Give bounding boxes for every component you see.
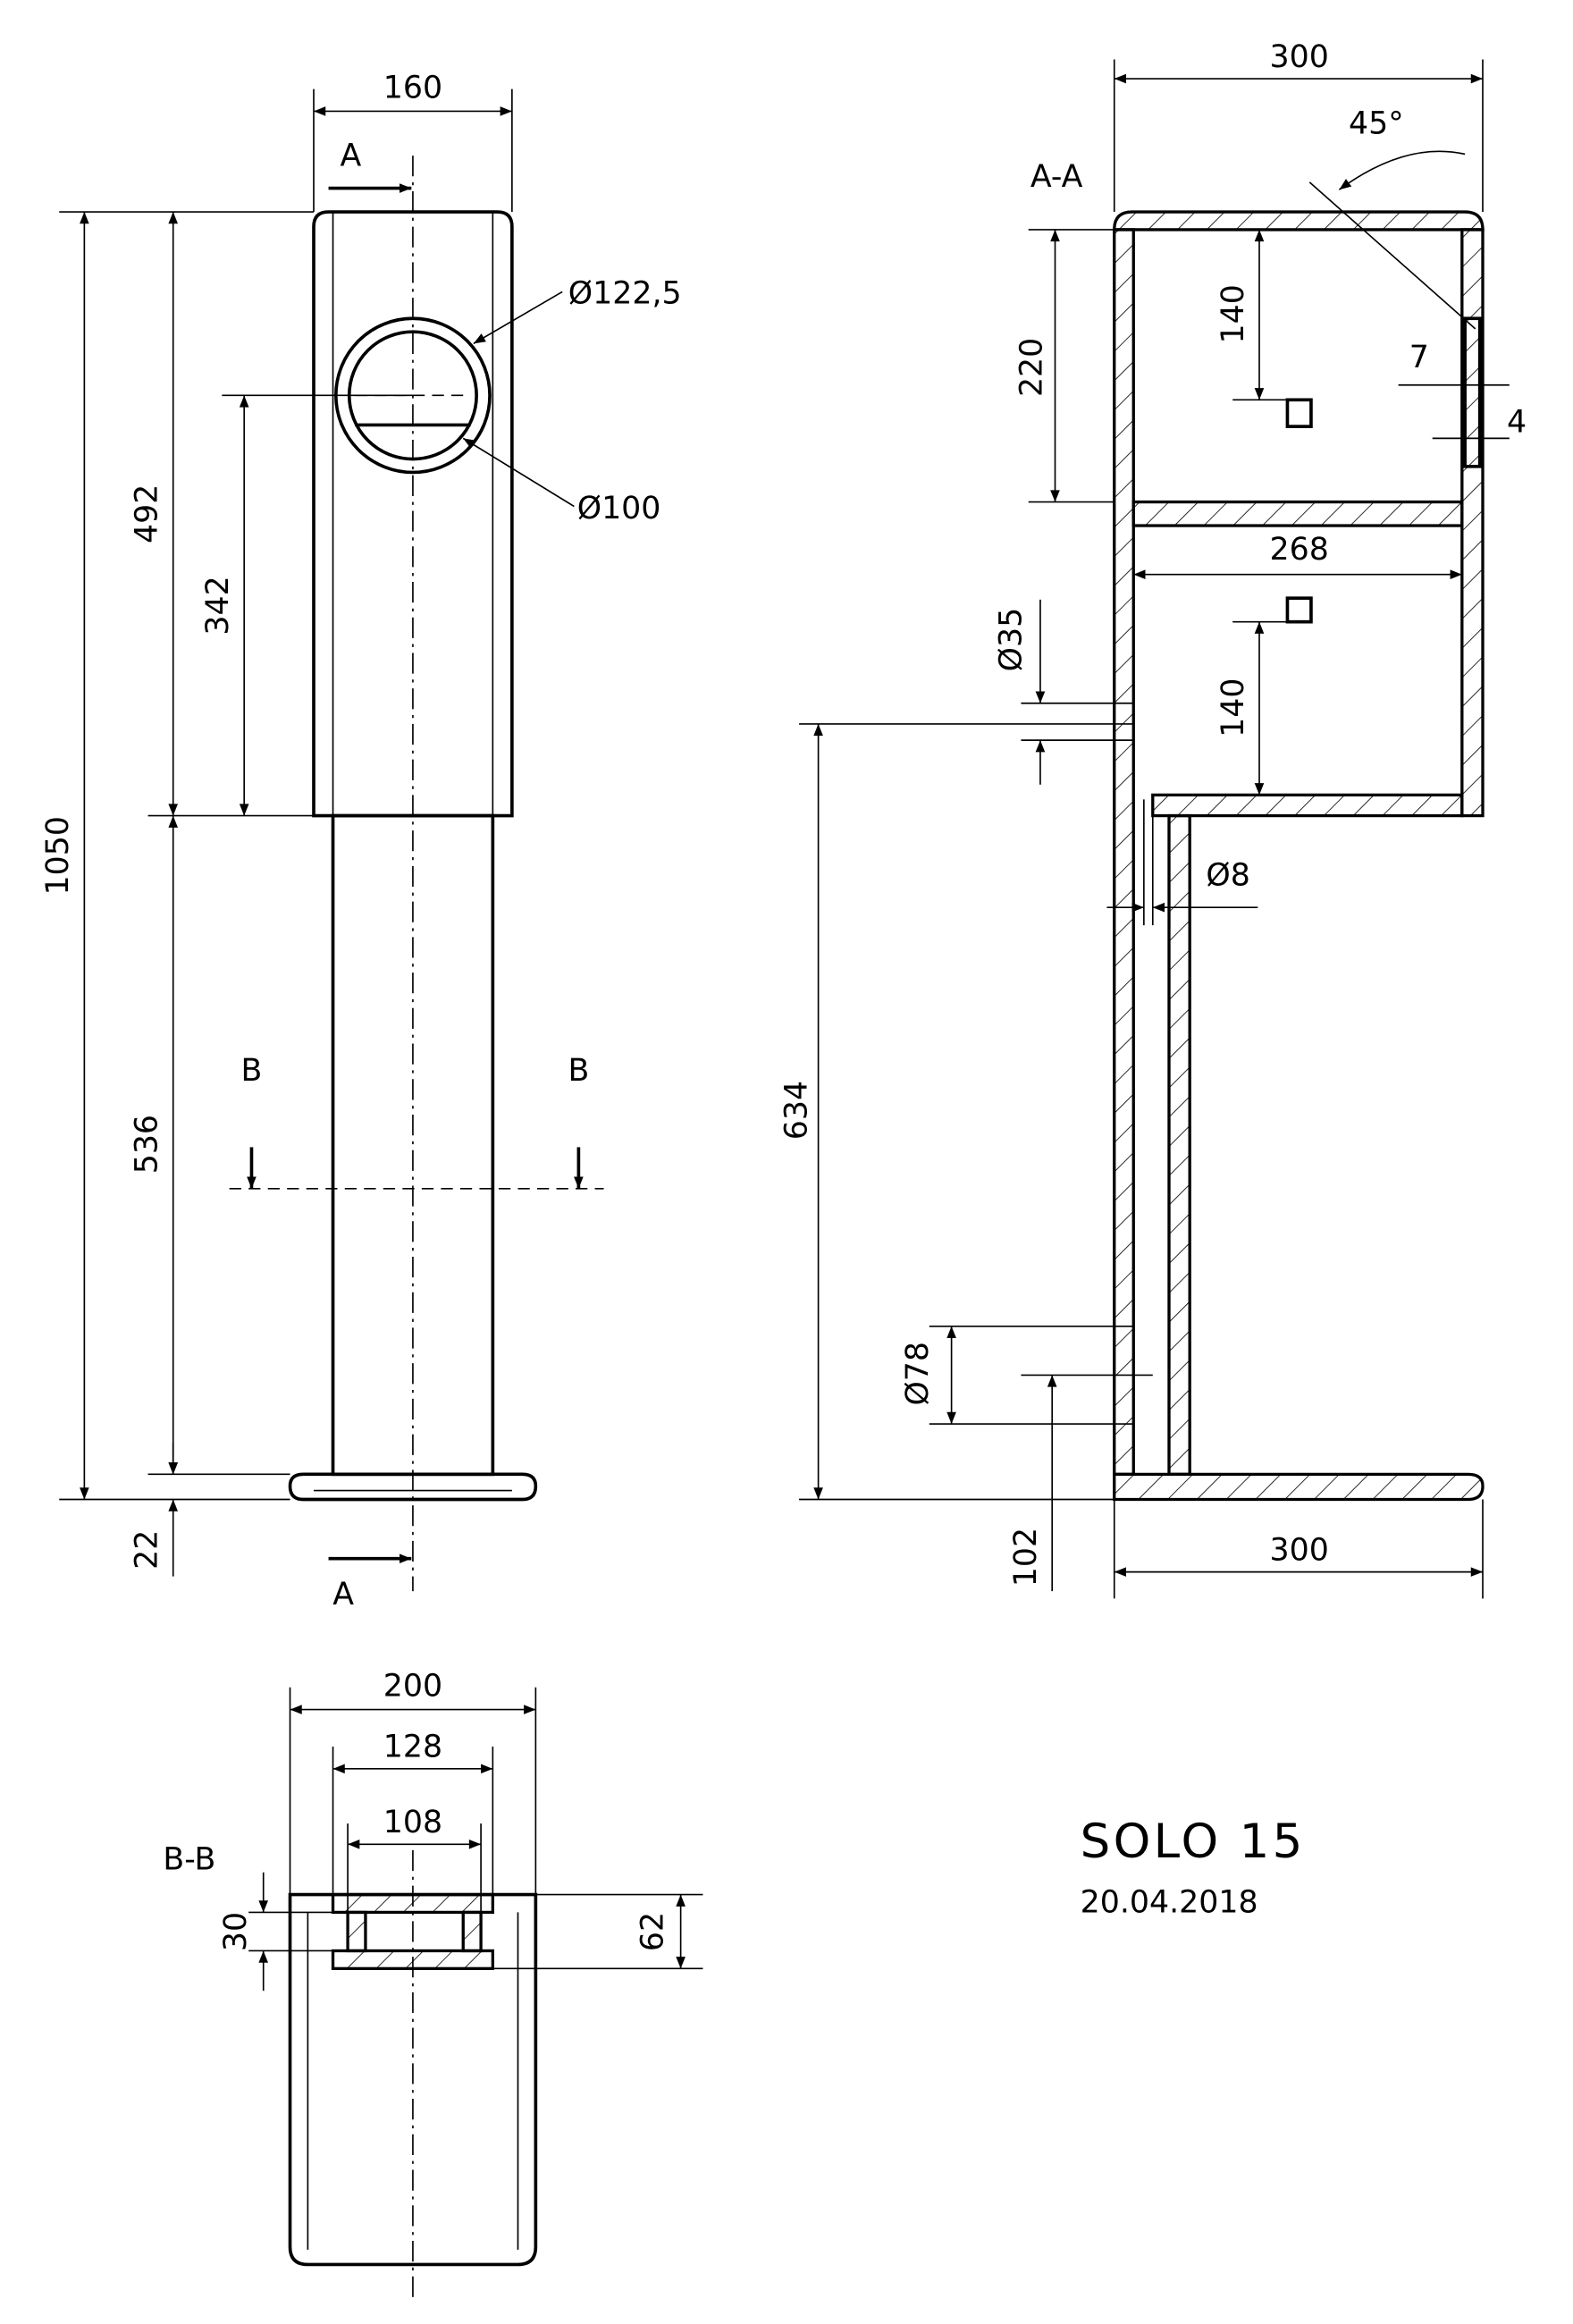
drawing-title: SOLO 15	[1081, 1815, 1306, 1869]
speaker-box-outline	[312, 210, 514, 818]
base-plate	[288, 1472, 538, 1502]
dim-gap-8: Ø8	[1206, 857, 1249, 893]
front-view: 160 A A 1050 492 342 536 22 Ø122,5 Ø100 …	[40, 71, 681, 1612]
dim-128: 128	[383, 1730, 442, 1765]
column-right-wall	[461, 1910, 483, 1953]
base-outline	[288, 1892, 538, 2267]
section-a-bottom-label: A	[332, 1577, 354, 1612]
dim-lower-140: 140	[1216, 678, 1251, 737]
section-bb-label: B-B	[163, 1841, 215, 1877]
section-a-top-label: A	[341, 139, 362, 174]
dim-62: 62	[635, 1912, 671, 1951]
dim-port-78: Ø78	[900, 1342, 936, 1406]
dim-102: 102	[1008, 1528, 1044, 1587]
box-bottom-panel	[1151, 793, 1464, 818]
dim-top-300: 300	[1270, 39, 1329, 75]
dim-634: 634	[778, 1081, 814, 1140]
dim-492: 492	[130, 484, 165, 543]
column-inner-wall	[1167, 813, 1191, 1477]
section-aa-label: A-A	[1030, 159, 1083, 195]
shelf-panel	[1131, 500, 1464, 527]
top-panel	[1113, 210, 1485, 232]
section-aa-view: A-A 45° 300 220 140 7 4 268 140 Ø35 634 …	[778, 39, 1527, 1599]
dim-upper-140: 140	[1216, 284, 1251, 343]
dim-30: 30	[218, 1912, 254, 1951]
dim-268: 268	[1270, 532, 1329, 568]
dim-7: 7	[1409, 340, 1429, 375]
dim-4: 4	[1507, 405, 1527, 441]
lower-driver-mark	[1285, 596, 1313, 624]
section-bb-view: B-B 200 128 108 30 62	[163, 1669, 703, 2302]
upper-driver-mark	[1285, 398, 1313, 428]
dim-1050: 1050	[40, 816, 76, 895]
base-panel	[1113, 1472, 1485, 1502]
drawing-date: 20.04.2018	[1081, 1884, 1258, 1920]
column-left-wall	[346, 1910, 367, 1953]
dim-108: 108	[383, 1805, 442, 1840]
left-wall	[1113, 228, 1135, 1477]
section-b-left-label: B	[241, 1053, 263, 1089]
dim-160: 160	[383, 71, 442, 106]
dim-port-inner-diameter: Ø100	[577, 491, 661, 526]
dim-port-outer-diameter: Ø122,5	[568, 276, 682, 312]
dim-200: 200	[383, 1669, 442, 1705]
dim-536: 536	[130, 1115, 165, 1174]
dim-22: 22	[130, 1530, 165, 1570]
dim-220: 220	[1014, 338, 1050, 397]
section-b-right-label: B	[568, 1053, 589, 1089]
dim-bottom-300: 300	[1270, 1532, 1329, 1568]
dim-hole-35: Ø35	[993, 608, 1029, 672]
dim-45-deg: 45°	[1349, 105, 1404, 141]
dim-342: 342	[200, 576, 236, 635]
